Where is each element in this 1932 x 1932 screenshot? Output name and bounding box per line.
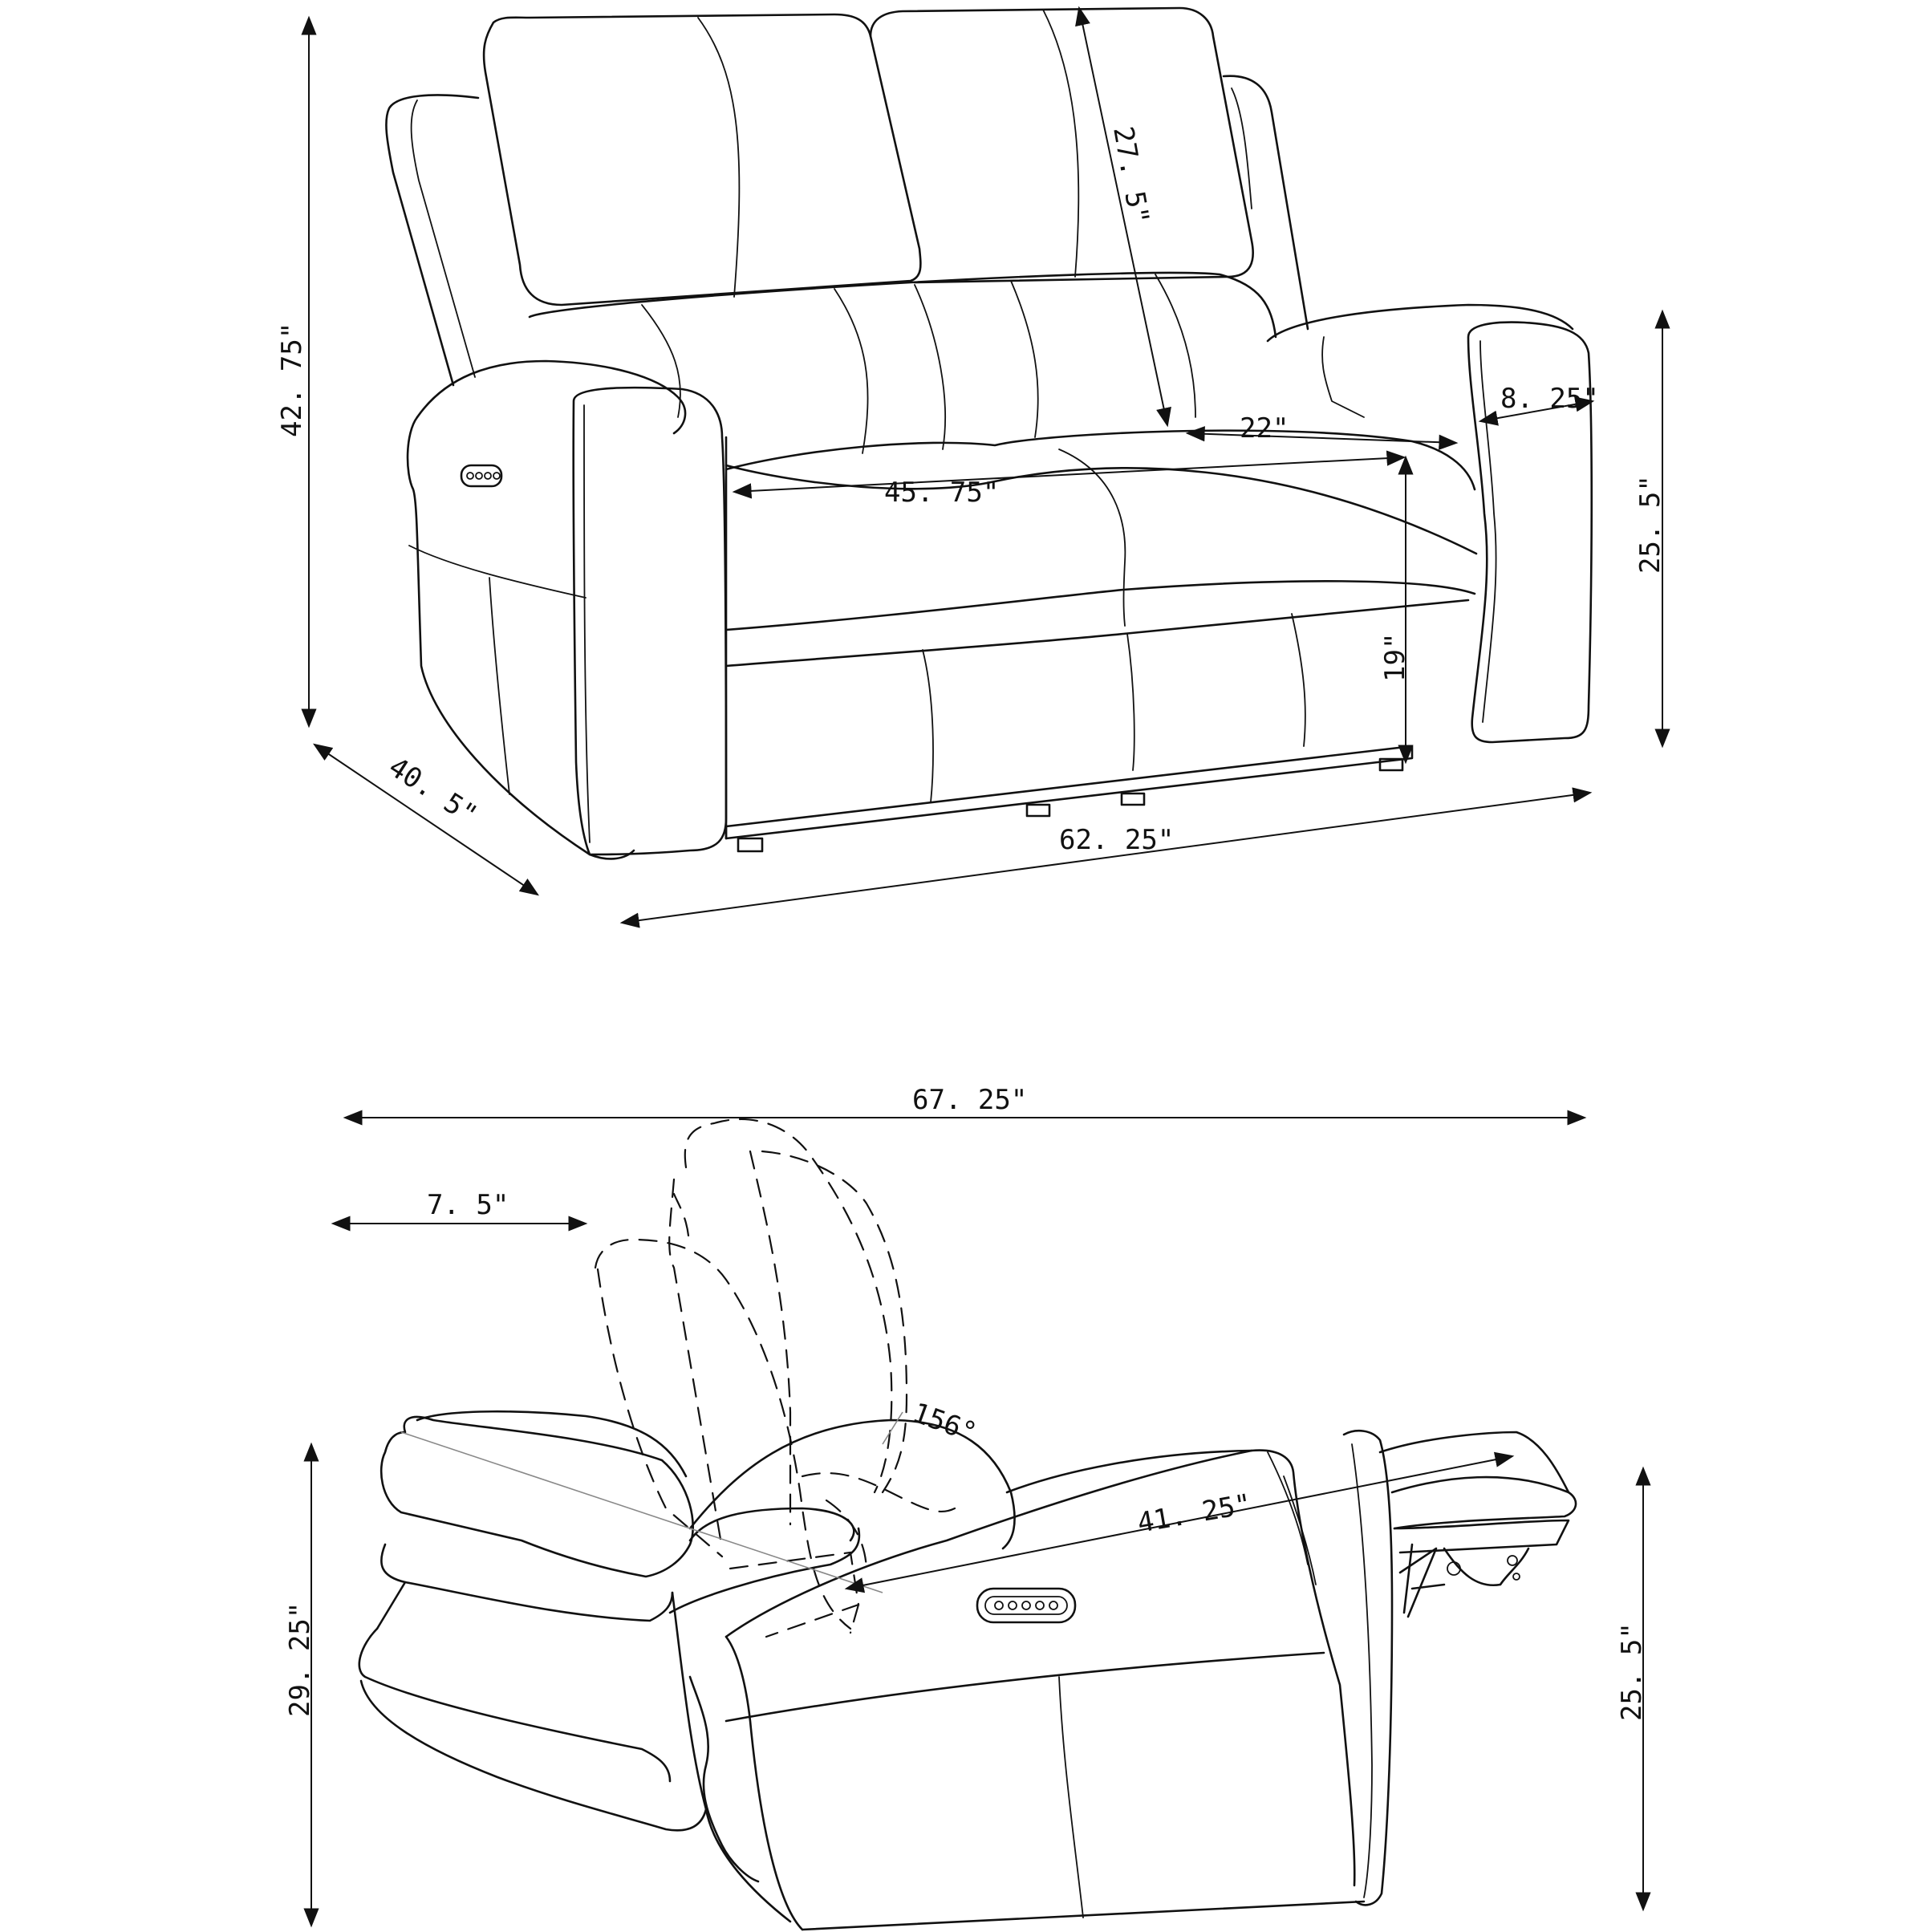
control-panel-icon [460, 464, 503, 488]
side-view-reclined [358, 1118, 1577, 1931]
foot-4 [1378, 757, 1404, 772]
dim-line-overall-width [619, 787, 1593, 928]
side-control-panel-icon [976, 1587, 1077, 1624]
side-body-rear-leg [688, 1675, 760, 1883]
label-arm-height: 25. 5" [1634, 475, 1666, 574]
label-recline-angle: 156° [908, 1397, 981, 1450]
side-arm-top [1005, 1449, 1253, 1494]
label-wall-clearance: 7. 5" [427, 1189, 509, 1221]
dim-line-backrest-height [1075, 6, 1171, 428]
left-arm-panel [408, 545, 586, 599]
side-front-post [1342, 1429, 1394, 1906]
label-reclined-length: 67. 25" [912, 1084, 1027, 1116]
right-arm-post [1467, 321, 1593, 744]
label-arm-width: 8. 25" [1500, 383, 1599, 415]
label-depth: 40. 5" [383, 751, 483, 831]
side-body-seat-line [724, 1651, 1325, 1723]
label-reclined-seat-depth: 41. 25" [1135, 1488, 1254, 1540]
left-arm-seam [489, 577, 510, 795]
footrest-top [1378, 1431, 1570, 1494]
left-back-wing-inner [410, 99, 476, 378]
label-side-arm-height: 25. 5" [1616, 1622, 1648, 1721]
label-seat-depth: 22" [1240, 412, 1289, 444]
side-arm-rest [724, 1449, 1356, 1887]
label-reclined-height: 29. 25" [284, 1602, 316, 1717]
footrest-seam-3 [1291, 613, 1306, 747]
left-arm-top [416, 359, 687, 435]
right-back-wing [1222, 75, 1309, 331]
reclined-seat-cushion-base [668, 1527, 861, 1614]
reclined-headrest [380, 1415, 694, 1578]
seat-front-band-bottom [724, 599, 1470, 668]
back-cushion-right [869, 6, 1254, 284]
left-arm-post [572, 386, 728, 856]
lumbar-seam-2 [834, 288, 869, 454]
side-body-front [724, 1635, 804, 1931]
left-back-wing [385, 94, 480, 387]
side-view-dimensions: 67. 25" 7. 5" 156° 41. 25" 29. 25" 25. 5… [284, 1084, 1651, 1928]
side-body-seam [1058, 1676, 1084, 1918]
dim-line-reclined-seat-depth [844, 1451, 1515, 1593]
right-back-wing-inner [1231, 87, 1252, 209]
label-seat-height: 19" [1379, 633, 1411, 682]
back-cushion-left [482, 13, 922, 306]
lumbar-seam-3 [914, 284, 946, 450]
back-cushion-seam-right [1042, 9, 1080, 278]
label-overall-height: 42. 75" [276, 323, 308, 437]
dim-line-arm-width [1478, 396, 1595, 426]
dim-line-seat-width [732, 450, 1406, 499]
reclined-seat-bolster [688, 1507, 855, 1542]
lumbar-seam-1 [641, 304, 681, 418]
label-overall-width: 62. 25" [1059, 824, 1174, 856]
foot-2 [1025, 803, 1051, 818]
label-seat-width: 45. 75" [884, 477, 999, 509]
foot-3 [1120, 792, 1146, 806]
footrest-seam-2 [1126, 633, 1135, 771]
right-arm-top [1266, 303, 1574, 343]
seat-cushion-divider [1058, 448, 1126, 627]
lumbar-seam-4 [1010, 280, 1039, 438]
reclined-back-base [359, 1679, 708, 1832]
ghost-backrest-upright [684, 1118, 893, 1494]
dim-line-seat-depth [1185, 426, 1459, 450]
ghost-backrest-mid [594, 1238, 852, 1630]
seat-front-band-top [724, 580, 1476, 631]
reclined-back-lower [358, 1627, 672, 1783]
reclined-back-pillow [380, 1543, 674, 1622]
back-cushion-seam-left [697, 17, 741, 298]
front-view-loveseat [385, 6, 1593, 860]
side-body-back [704, 1808, 792, 1923]
reclined-back-pillow-top [416, 1410, 688, 1478]
foot-1 [737, 837, 764, 853]
guide-reclined-back [400, 1431, 883, 1593]
guide-recline-angle [882, 1411, 903, 1445]
lumbar-pillow [528, 271, 1277, 339]
footrest-seam-1 [922, 649, 934, 803]
right-arm-inner [1321, 336, 1365, 418]
dim-line-depth [313, 743, 539, 896]
